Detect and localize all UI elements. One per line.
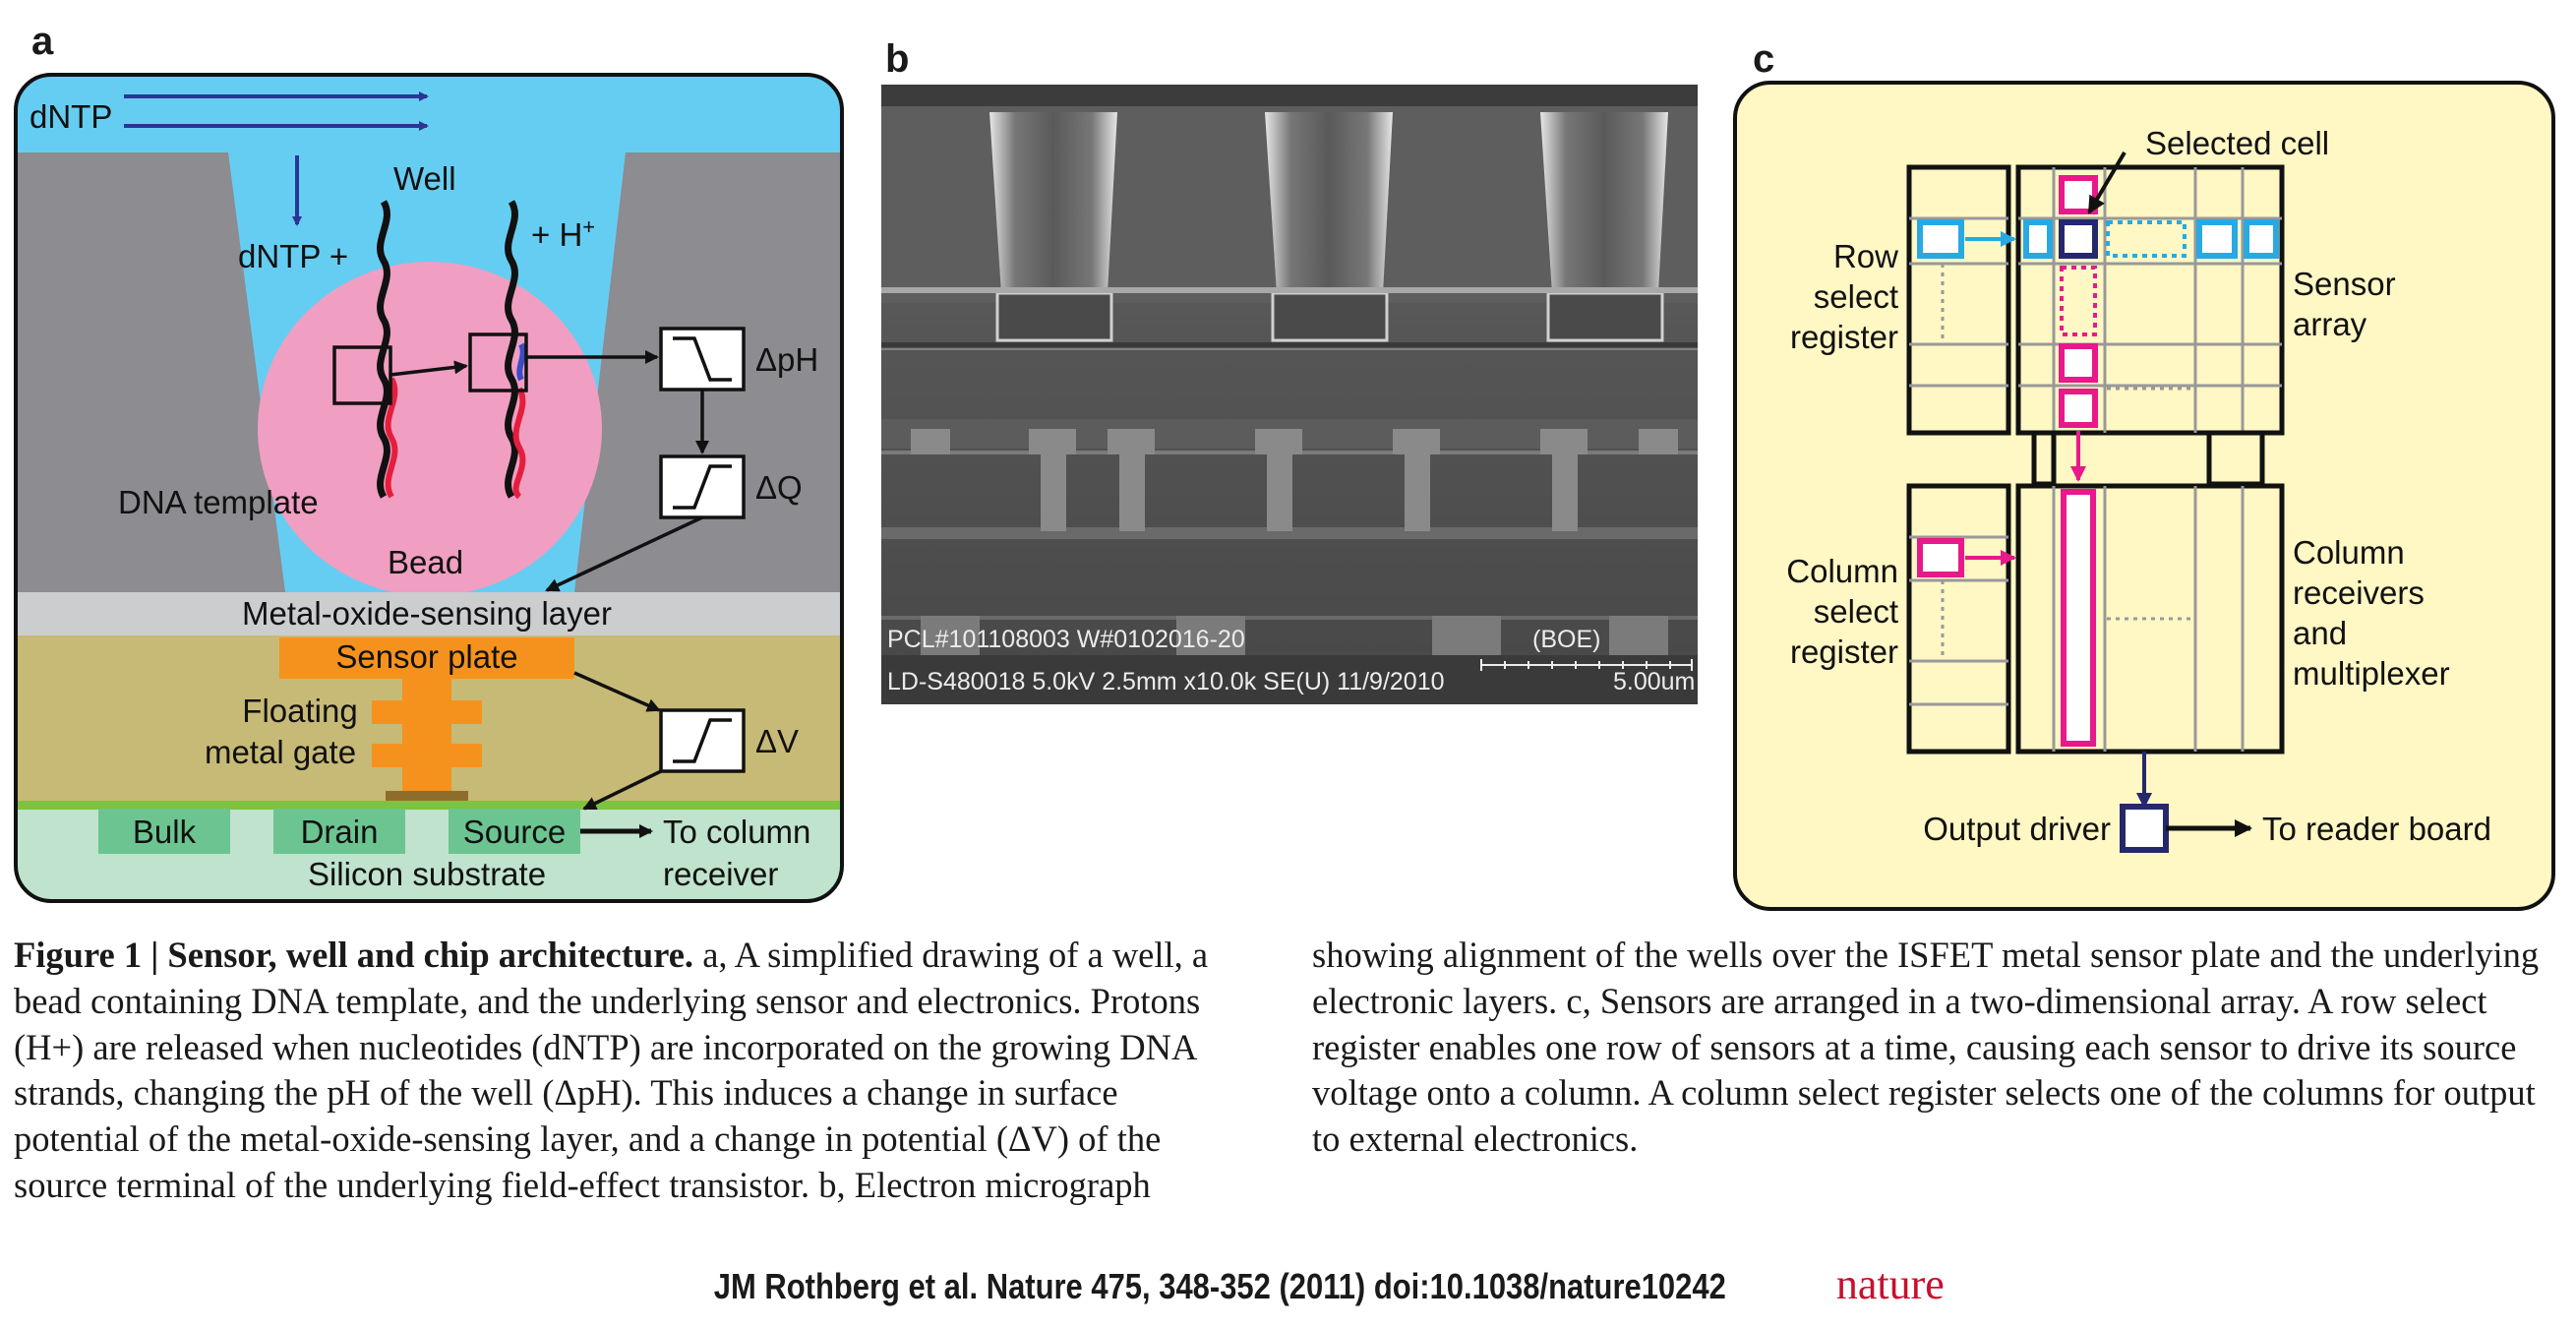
sem-scale-bar bbox=[1480, 659, 1693, 671]
sem-info-line-1: PCL#101108003 W#0102016-20 bbox=[887, 626, 1245, 653]
column-rx-label-3: and bbox=[2293, 615, 2347, 651]
dna-growing-strand-1 bbox=[385, 377, 398, 499]
sem-well-3 bbox=[1540, 112, 1668, 342]
v-to-source-arrow bbox=[582, 769, 662, 811]
row-select-register bbox=[1906, 164, 2011, 436]
dna-growing-strand-2 bbox=[512, 387, 526, 500]
ph-step-down-icon bbox=[673, 336, 732, 382]
row-select-label-3: register bbox=[1790, 319, 1898, 355]
column-select-label-3: register bbox=[1790, 634, 1898, 670]
panel-c-background bbox=[1733, 81, 2555, 911]
well-label: Well bbox=[393, 160, 456, 197]
h-plus-superscript: + bbox=[582, 214, 595, 239]
dntp-plus-label: dNTP + bbox=[238, 238, 348, 274]
sensor-plate bbox=[279, 637, 574, 679]
bulk-terminal bbox=[98, 809, 230, 854]
panel-c-diagram: Selected cell Row select register Sensor… bbox=[1733, 81, 2555, 911]
row-select-label-2: select bbox=[1814, 278, 1898, 315]
dna-strand-1 bbox=[377, 200, 390, 499]
plate-to-v-arrow bbox=[573, 671, 661, 712]
sensing-layer-band bbox=[16, 592, 842, 635]
sensor-array-label-2: array bbox=[2293, 306, 2367, 342]
output-driver-label: Output driver bbox=[1923, 811, 2111, 847]
floating-gate-arm bbox=[372, 700, 482, 724]
drain-terminal bbox=[273, 809, 405, 854]
panel-b-letter: b bbox=[885, 37, 910, 81]
column-rx-label-2: receivers bbox=[2293, 574, 2425, 611]
column-select-label-2: select bbox=[1814, 593, 1898, 630]
well-wall-left bbox=[16, 152, 285, 592]
q-to-layer-arrow bbox=[545, 515, 703, 592]
dna-strand-2 bbox=[505, 200, 518, 499]
column-rx-label-1: Column bbox=[2293, 534, 2405, 571]
substrate-top-line bbox=[16, 801, 842, 810]
v-step-up-icon bbox=[673, 718, 732, 763]
bead-label: Bead bbox=[388, 544, 463, 580]
sem-info-boe: (BOE) bbox=[1532, 626, 1600, 653]
bulk-label: Bulk bbox=[133, 814, 197, 850]
journal-logo: nature bbox=[1835, 1260, 1945, 1308]
column-receivers-multiplexer bbox=[2015, 483, 2285, 755]
caption-label: Figure 1 | Sensor, well and chip archite… bbox=[14, 935, 694, 975]
sensing-layer-label: Metal-oxide-sensing layer bbox=[242, 595, 612, 632]
selected-cell-pointer bbox=[2087, 151, 2127, 214]
output-driver-box bbox=[2120, 804, 2169, 853]
sensor-plate-label: Sensor plate bbox=[335, 638, 517, 675]
floating-gate-label-1: Floating bbox=[242, 693, 357, 729]
caption-text: a, A simplified drawing of a well, a bea… bbox=[14, 935, 2540, 1205]
incorporation-box-1 bbox=[332, 345, 392, 405]
delta-ph-label: ΔpH bbox=[755, 341, 818, 378]
delta-q-label: ΔQ bbox=[755, 469, 803, 506]
column-select-register bbox=[1906, 483, 2011, 755]
substrate-label: Silicon substrate bbox=[308, 856, 546, 892]
citation-text: JM Rothberg et al. Nature 475, 348-352 (… bbox=[714, 1266, 1727, 1306]
to-column-label: To column bbox=[663, 814, 810, 850]
panel-a-border bbox=[14, 73, 844, 903]
dntp-label: dNTP bbox=[30, 98, 112, 135]
panel-a-letter: a bbox=[31, 20, 54, 63]
source-terminal bbox=[449, 809, 580, 854]
panel-c-letter: c bbox=[1753, 37, 1775, 81]
column-rx-label-4: multiplexer bbox=[2293, 655, 2450, 692]
sensor-array-grid bbox=[2015, 164, 2285, 436]
gate-contact bbox=[386, 791, 468, 801]
q-step-up-icon bbox=[673, 464, 732, 510]
sem-scale-label: 5.00um bbox=[1613, 668, 1695, 695]
floating-gate-arm bbox=[372, 744, 482, 767]
sensor-array-label-1: Sensor bbox=[2293, 266, 2396, 302]
panel-a-diagram: dNTP Well dNTP + + H+ ΔpH ΔQ DNA templat… bbox=[14, 73, 844, 903]
electron-micrograph: PCL#101108003 W#0102016-20 (BOE) LD-S480… bbox=[881, 85, 1698, 704]
selected-cell-label: Selected cell bbox=[2145, 125, 2329, 161]
dna-template-label: DNA template bbox=[118, 484, 319, 520]
h-plus-label: + H+ bbox=[531, 214, 595, 253]
floating-gate-label-2: metal gate bbox=[205, 734, 356, 770]
incorporation-arrow bbox=[389, 360, 468, 377]
incorporated-base bbox=[516, 342, 526, 382]
citation-line: JM Rothberg et al. Nature 475, 348-352 (… bbox=[0, 1259, 2576, 1309]
selected-cell bbox=[2059, 219, 2098, 259]
to-column-label-2: receiver bbox=[663, 856, 778, 892]
row-select-label-1: Row bbox=[1833, 238, 1898, 274]
figure-caption: Figure 1 | Sensor, well and chip archite… bbox=[14, 933, 2549, 1209]
floating-gate-stem bbox=[402, 679, 451, 791]
sem-well-2 bbox=[1265, 112, 1393, 342]
sem-info-line-2: LD-S480018 5.0kV 2.5mm x10.0k SE(U) 11/9… bbox=[887, 668, 1445, 695]
incorporation-box-2 bbox=[468, 332, 528, 392]
column-select-label-1: Column bbox=[1786, 553, 1898, 589]
sem-well-1 bbox=[989, 112, 1117, 342]
array-connector bbox=[2206, 430, 2265, 487]
source-label: Source bbox=[463, 814, 567, 850]
delta-v-label: ΔV bbox=[755, 723, 799, 759]
drain-label: Drain bbox=[301, 814, 379, 850]
array-connector bbox=[2031, 430, 2057, 487]
to-reader-label: To reader board bbox=[2262, 811, 2491, 847]
h-plus-text: + H bbox=[531, 216, 582, 253]
